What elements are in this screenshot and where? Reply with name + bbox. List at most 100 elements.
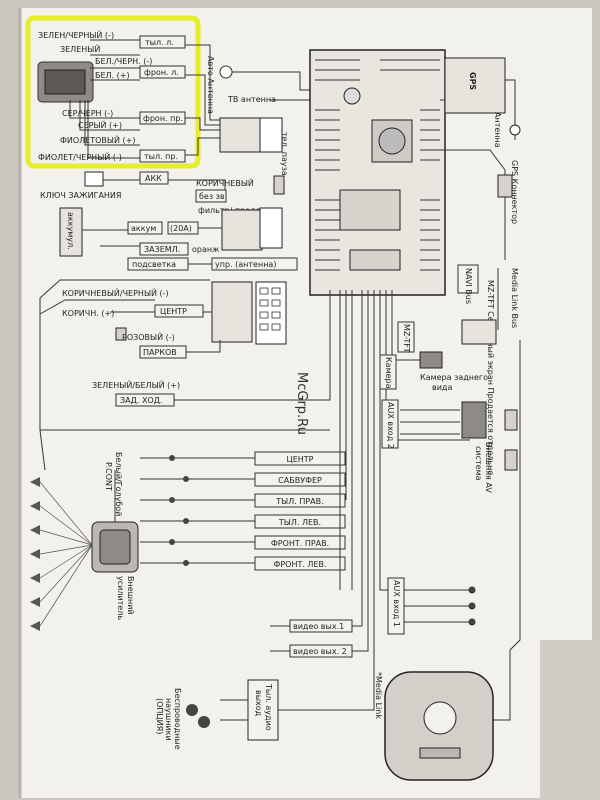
amplifier-label-2: усилитель xyxy=(116,576,125,620)
external-av-label-2: система xyxy=(474,446,483,481)
camera-label: Камера xyxy=(384,357,393,389)
reverse-label: ЗАД. ХОД. xyxy=(120,396,163,405)
paper-sheet xyxy=(20,8,592,798)
battery-side-label: аккумул. xyxy=(66,212,75,250)
rear-left-label: тыл. л. xyxy=(145,38,174,47)
no-3v-label: без зв xyxy=(199,192,225,201)
gps-connector-label: GPS Коннектор xyxy=(510,160,519,224)
rca-output-box xyxy=(254,472,346,487)
tv-antenna-label: ТВ антенна xyxy=(227,95,276,104)
wireless-line3: (ОПЦИЯ) xyxy=(155,698,164,734)
external-av-icon xyxy=(461,401,487,439)
rca-output-label: ФРОНТ. ЛЕВ. xyxy=(273,560,326,569)
tel-pause-plug xyxy=(273,175,285,195)
gps-label: GPS xyxy=(468,72,477,90)
control-connector xyxy=(211,281,253,343)
rca-plug-icon xyxy=(183,560,189,566)
front-left-box xyxy=(139,65,186,79)
wire-green: ЗЕЛЕНЫЙ xyxy=(60,43,100,54)
aux-in-2-box xyxy=(381,399,399,449)
front-right-label: фрон. пр. xyxy=(143,114,183,123)
pink-label: РОЗОВЫЙ (-) xyxy=(122,331,175,342)
green-white-label: ЗЕЛЕНЫЙ/БЕЛЫЙ (+) xyxy=(92,379,180,390)
wire-violet-plus: ФИОЛЕТОВЫЙ (+) xyxy=(60,134,135,145)
video-out-2-label: видео вых. 2 xyxy=(293,647,347,656)
mz-tft-top-label: MZ-TFT Сенсорный экран Продается отдельн… xyxy=(486,280,495,475)
mz-tft-small-label: MZ-TFT xyxy=(402,324,411,353)
rca-output-label: ТЫЛ. ПРАВ. xyxy=(275,497,323,506)
fuse-label: (20A) xyxy=(170,224,192,233)
iso-connector-b xyxy=(221,209,263,251)
rca-output-label: ТЫЛ. ЛЕВ. xyxy=(278,518,321,527)
backlight-label: подсветка xyxy=(132,260,176,269)
brown-black-label: КОРИЧНЕВЫЙ/ЧЕРНЫЙ (-) xyxy=(62,287,169,298)
wire-gray-black: СЕР/ЧЕРН (-) xyxy=(62,109,113,118)
ground-box xyxy=(139,242,189,256)
rear-right-label: тыл. пр. xyxy=(144,152,178,161)
rear-audio-line2: выход xyxy=(254,690,263,717)
battery-box xyxy=(127,221,163,235)
rca-plug-icon xyxy=(169,539,175,545)
no-3v-box xyxy=(195,189,227,203)
speaker-wire xyxy=(39,544,93,555)
media-link-bus-label: Media Link Bus xyxy=(510,268,519,328)
aux-in-2-plugs xyxy=(400,409,460,435)
aux-in-1-plugs xyxy=(404,586,476,626)
aux-in-2-label: AUX вход 2 xyxy=(386,402,395,449)
amplifier-label-1: Внешний xyxy=(126,576,135,615)
rca-output-group: ЦЕНТР САБВУФЕР ТЫЛ. ПРАВ. ТЫЛ. ЛЕВ. ФРОНТ. П… xyxy=(140,451,346,571)
watermark: McGrp.Ru xyxy=(294,372,309,435)
speaker-wire xyxy=(39,544,93,627)
ground-label: ЗАЗЕМЛ. xyxy=(144,245,180,254)
parking-plug-icon xyxy=(115,327,127,341)
battery-icon xyxy=(59,207,83,257)
pcont-color-label: Белый/Голубой xyxy=(114,452,123,516)
speaker-plug-icon xyxy=(30,621,40,631)
brown-label: КОРИЧНЕВЫЙ xyxy=(196,177,254,188)
wire-white-black: БЕЛ./ЧЕРН. (-) xyxy=(95,57,152,66)
battery-label: аккум xyxy=(131,224,156,233)
speaker-wire xyxy=(39,544,93,603)
rear-left-box xyxy=(139,35,186,49)
acc-label: АКК xyxy=(145,174,162,183)
control-connector-pins xyxy=(255,281,287,345)
antenna-ctrl-box xyxy=(211,257,298,271)
tel-pause-label: тел. пауза xyxy=(280,132,289,176)
rca-output-box xyxy=(254,493,346,508)
paper-fold xyxy=(540,640,600,800)
external-av-label-1: Внешняя AV xyxy=(484,442,493,493)
front-left-label: фрон. л. xyxy=(144,68,179,77)
speaker-wires xyxy=(69,39,220,159)
wire-green-black: ЗЕЛЕН/ЧЕРНЫЙ (-) xyxy=(38,29,114,40)
rca-output-label: САБВУФЕР xyxy=(278,476,322,485)
aux-in-1-label: AUX вход 1 xyxy=(392,580,401,627)
wire-gray-plus: СЕРЫЙ (+) xyxy=(78,119,122,130)
touch-screen-icon xyxy=(461,319,497,345)
external-amplifier xyxy=(91,470,139,573)
speaker-plug-icon xyxy=(30,525,40,535)
rear-audio-box xyxy=(247,679,279,741)
camera-box xyxy=(379,354,397,390)
auto-antenna-label: Авто Антенна xyxy=(206,56,215,114)
rca-output-box xyxy=(254,535,346,550)
wireless-line2: наушники xyxy=(164,698,173,741)
speaker-plug-icon xyxy=(30,549,40,559)
gps-antenna-icon xyxy=(509,124,521,136)
speaker-plug-icon xyxy=(30,501,40,511)
rca-output-label: ФРОНТ. ПРАВ. xyxy=(271,539,329,548)
wire-white-plus: БЕЛ. (+) xyxy=(95,71,130,80)
rca-output-box xyxy=(254,556,346,571)
mz-tft-small-box xyxy=(397,321,415,353)
rca-plug-icon xyxy=(183,476,189,482)
speaker-plug-icon xyxy=(30,477,40,487)
brown-plus-label: КОРИЧН. (+) xyxy=(62,309,114,318)
front-right-box xyxy=(139,111,186,125)
rca-output-label: ЦЕНТР xyxy=(287,455,314,464)
media-link-device xyxy=(384,671,494,781)
center-ctrl-label: ЦЕНТР xyxy=(160,307,187,316)
rear-camera-label-1: Камера заднего xyxy=(420,373,488,382)
orange-label: оранж xyxy=(192,245,219,254)
antenna-ctrl-label: упр. (антенна) xyxy=(215,260,276,269)
